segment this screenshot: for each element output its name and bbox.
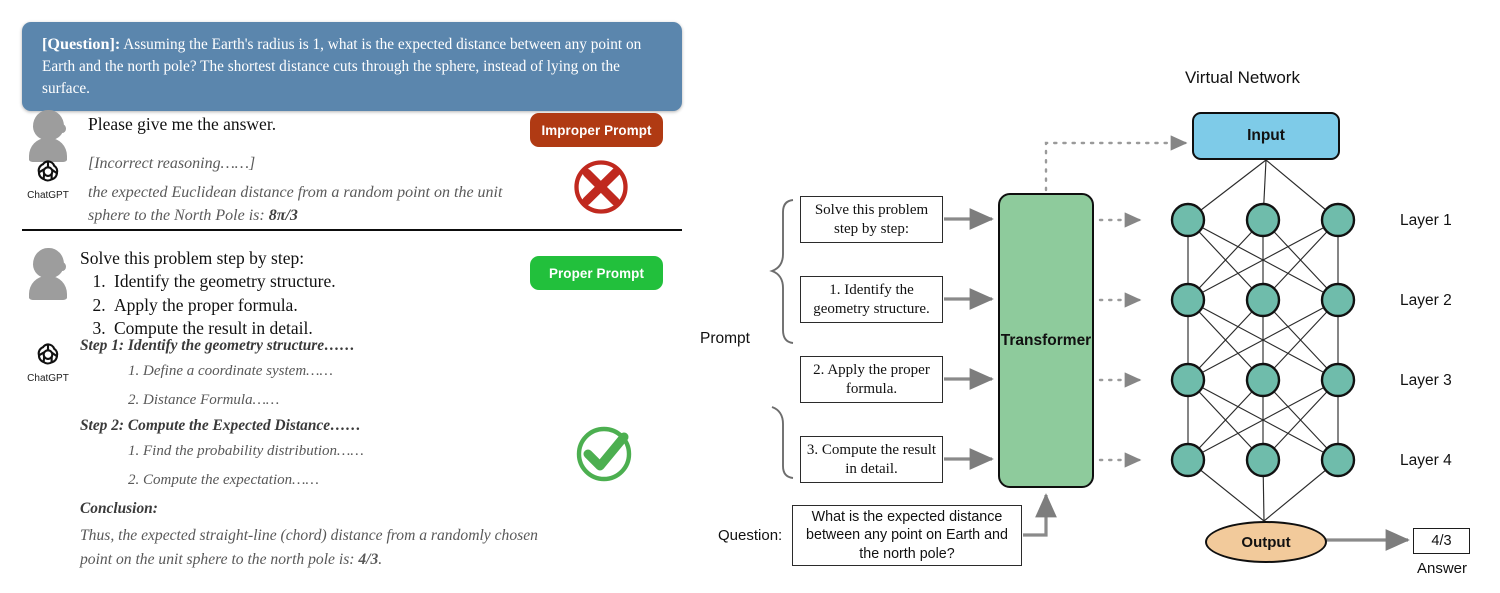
question-input-box: What is the expected distance between an… bbox=[792, 505, 1022, 566]
output-node: Output bbox=[1205, 521, 1327, 563]
assistant-message-correct: Step 1: Identify the geometry structure…… bbox=[80, 337, 550, 571]
proper-prompt-steps: Identify the geometry structure. Apply t… bbox=[80, 270, 336, 340]
prompt-box-1: Solve this problem step by step: bbox=[800, 196, 943, 243]
user-message-proper: Solve this problem step by step: Identif… bbox=[80, 247, 336, 340]
section-divider bbox=[22, 229, 682, 231]
avatar-body-shape-2 bbox=[29, 276, 67, 300]
list-item: Apply the proper formula. bbox=[110, 294, 336, 317]
input-node-label: Input bbox=[1247, 127, 1285, 144]
layer-label-2: Layer 2 bbox=[1400, 292, 1452, 309]
output-node-label: Output bbox=[1241, 533, 1291, 551]
user-avatar bbox=[26, 110, 70, 162]
incorrect-reasoning-lead: [Incorrect reasoning……] bbox=[88, 155, 256, 172]
list-item: Identify the geometry structure. bbox=[110, 270, 336, 293]
avatar-body-shape bbox=[29, 138, 67, 162]
step-subitem: 1. Find the probability distribution…… bbox=[128, 443, 364, 459]
question-tag: [Question]: bbox=[42, 35, 121, 53]
conclusion-body: Thus, the expected straight-line (chord)… bbox=[80, 524, 550, 571]
step-heading: Step 1: Identify the geometry structure…… bbox=[80, 337, 355, 354]
chatgpt-avatar-1: ChatGPT bbox=[22, 155, 74, 201]
chatgpt-label-1: ChatGPT bbox=[27, 190, 69, 201]
prompt-box-4: 3. Compute the result in detail. bbox=[800, 436, 943, 483]
avatar-nose-shape-2 bbox=[58, 262, 66, 271]
answer-value-box: 4/3 bbox=[1413, 528, 1470, 554]
prompt-group-label: Prompt bbox=[700, 330, 750, 347]
step-heading: Step 2: Compute the Expected Distance…… bbox=[80, 417, 361, 434]
list-item: Compute the result in detail. bbox=[110, 317, 336, 340]
prompt-box-2: 1. Identify the geometry structure. bbox=[800, 276, 943, 323]
green-check-icon bbox=[576, 426, 632, 482]
status-badge-proper-prompt: Proper Prompt bbox=[530, 256, 663, 290]
step-subitem: 1. Define a coordinate system…… bbox=[128, 363, 333, 379]
layer-label-3: Layer 3 bbox=[1400, 372, 1452, 389]
question-banner: [Question]: Assuming the Earth's radius … bbox=[22, 22, 682, 112]
conclusion-heading: Conclusion: bbox=[80, 500, 158, 517]
step-subitem: 2. Distance Formula…… bbox=[128, 391, 280, 408]
incorrect-answer-prefix: the expected Euclidean distance from a r… bbox=[88, 183, 503, 225]
conclusion-prefix: Thus, the expected straight-line (chord)… bbox=[80, 527, 538, 568]
input-node: Input bbox=[1192, 112, 1340, 160]
question-field-label: Question: bbox=[718, 527, 783, 544]
proper-badge-label: Proper Prompt bbox=[548, 265, 645, 281]
layer-label-4: Layer 4 bbox=[1400, 452, 1452, 469]
question-text: Assuming the Earth's radius is 1, what i… bbox=[42, 36, 642, 97]
improper-badge-label: Improper Prompt bbox=[541, 122, 652, 138]
transformer-label: Transformer bbox=[1000, 331, 1092, 349]
chatgpt-label-2: ChatGPT bbox=[27, 373, 69, 384]
diagram-title: Virtual Network bbox=[1185, 68, 1300, 87]
assistant-message-incorrect: [Incorrect reasoning……] the expected Euc… bbox=[88, 152, 518, 228]
avatar-nose-shape bbox=[58, 124, 66, 133]
conclusion-value: 4/3 bbox=[358, 550, 379, 568]
status-badge-improper-prompt: Improper Prompt bbox=[530, 113, 663, 147]
incorrect-answer-value: 8π/3 bbox=[268, 207, 298, 225]
user-avatar-2 bbox=[26, 248, 70, 300]
chat-transcript-panel: [Question]: Assuming the Earth's radius … bbox=[0, 0, 720, 593]
proper-prompt-lead: Solve this problem step by step: bbox=[80, 248, 305, 268]
chatgpt-logo-icon bbox=[37, 343, 59, 365]
red-x-icon bbox=[574, 160, 628, 214]
chatgpt-avatar-2: ChatGPT bbox=[22, 338, 74, 384]
chatgpt-logo-icon bbox=[37, 160, 59, 182]
user-message-improper: Please give me the answer. bbox=[88, 114, 277, 134]
transformer-block: Transformer bbox=[998, 193, 1094, 488]
layer-label-1: Layer 1 bbox=[1400, 212, 1452, 229]
step-subitem: 2. Compute the expectation…… bbox=[128, 471, 319, 488]
conclusion-suffix: . bbox=[378, 550, 383, 568]
prompt-box-3: 2. Apply the proper formula. bbox=[800, 356, 943, 403]
answer-caption: Answer bbox=[1416, 560, 1468, 577]
